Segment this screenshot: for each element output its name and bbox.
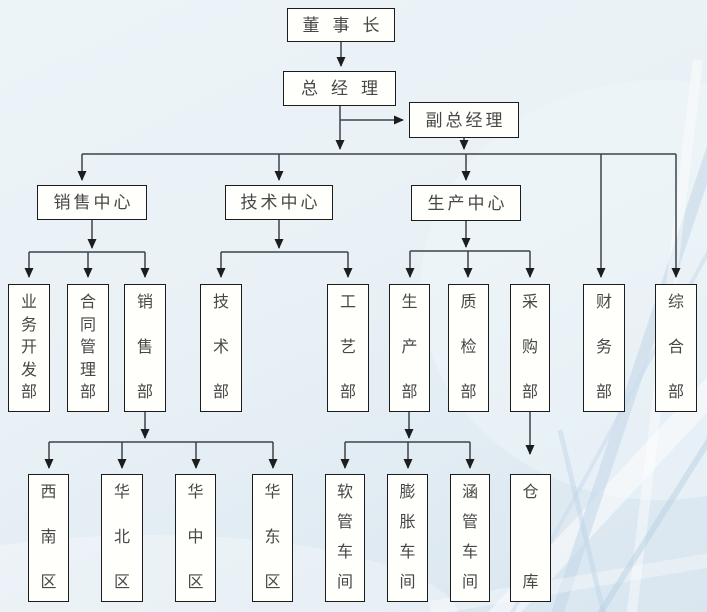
node-label-char: 车 [336, 544, 353, 561]
node-label-char: 部 [79, 384, 96, 401]
node-label-char: 管 [336, 514, 353, 531]
node-label-char: 部 [212, 384, 229, 401]
node-tech-center-label: 技术中心 [240, 193, 321, 212]
node-label-char: 工 [339, 294, 356, 311]
node-contract-mgmt-dept: 合同管理部 [67, 284, 109, 412]
node-label-char: 产 [401, 339, 418, 356]
node-label-char: 务 [595, 339, 612, 356]
node-label-char: 生 [401, 294, 418, 311]
node-general-manager: 总经理 [283, 71, 396, 106]
node-east-china-region: 华东区 [252, 474, 293, 602]
node-label-char: 华 [187, 484, 204, 501]
node-label-char: 合 [667, 339, 684, 356]
node-southwest-region: 西南区 [28, 474, 69, 602]
node-label-char: 质 [460, 294, 477, 311]
node-label-char: 技 [212, 294, 229, 311]
node-label-char: 理 [79, 361, 96, 379]
node-label-char: 综 [667, 294, 684, 311]
node-label-char: 车 [399, 544, 416, 561]
node-label-char: 仓 [522, 484, 539, 501]
node-label-char: 术 [212, 339, 229, 356]
node-culvert-workshop: 涵管车间 [450, 474, 490, 602]
node-label-char: 管 [461, 514, 478, 531]
node-label-char: 部 [136, 384, 153, 401]
node-sales-dept: 销售部 [124, 284, 166, 412]
node-label-char: 部 [667, 384, 684, 401]
node-label-char: 车 [461, 544, 478, 561]
node-label-char: 采 [521, 294, 538, 311]
node-label-char: 东 [264, 529, 281, 546]
node-label-char: 间 [399, 574, 416, 591]
node-label-char: 售 [136, 339, 153, 356]
node-process-dept: 工艺部 [327, 284, 369, 412]
node-label-char: 发 [20, 361, 37, 379]
node-label-char: 区 [264, 574, 281, 591]
node-label-char: 北 [113, 529, 130, 546]
node-label-char: 区 [113, 574, 130, 591]
node-label-char: 涵 [461, 484, 478, 501]
node-label-char: 部 [20, 384, 37, 401]
node-label-char: 检 [460, 339, 477, 356]
node-label-char: 艺 [339, 339, 356, 356]
node-label-char: 间 [461, 574, 478, 591]
node-tech-center: 技术中心 [225, 185, 333, 220]
node-label-char: 华 [113, 484, 130, 501]
node-production-center-label: 生产中心 [427, 193, 508, 213]
node-expansion-workshop: 膨胀车间 [387, 474, 428, 602]
node-label-char: 同 [79, 316, 96, 334]
node-label-char: 部 [339, 384, 356, 401]
node-warehouse: 仓库 [510, 474, 551, 602]
node-label-char: 购 [521, 339, 538, 356]
node-label-char: 部 [595, 384, 612, 401]
node-label-char: 合 [79, 294, 96, 311]
node-production-dept: 生产部 [389, 284, 430, 412]
node-label-char: 开 [20, 339, 37, 356]
node-label-char: 软 [336, 484, 353, 501]
node-sales-center-label: 销售中心 [53, 193, 134, 212]
node-purchasing-dept: 采购部 [510, 284, 550, 412]
node-label-char: 业 [20, 294, 37, 311]
node-label-char: 中 [187, 529, 204, 546]
node-production-center: 生产中心 [411, 185, 521, 221]
node-label-char: 华 [264, 484, 281, 501]
node-general-manager-label: 总经理 [301, 79, 391, 98]
node-north-china-region: 华北区 [101, 474, 143, 602]
node-label-char: 间 [336, 574, 353, 591]
node-label-char: 部 [460, 384, 477, 401]
node-label-char: 部 [401, 384, 418, 401]
node-label-char: 库 [522, 574, 539, 591]
node-label-char: 胀 [399, 514, 416, 531]
node-tech-dept: 技术部 [200, 284, 242, 412]
node-chairman: 董事长 [287, 8, 395, 42]
node-business-dev-dept: 业务开发部 [8, 284, 50, 412]
node-label-char: 南 [40, 529, 57, 546]
node-label-char: 部 [521, 384, 538, 401]
node-qc-dept: 质检部 [448, 284, 489, 412]
node-label-char: 区 [40, 574, 57, 591]
node-label-char: 膨 [399, 484, 416, 501]
node-label-char: 务 [20, 316, 37, 334]
node-hose-workshop: 软管车间 [325, 474, 365, 602]
node-finance-dept: 财务部 [583, 284, 625, 412]
node-chairman-label: 董事长 [302, 15, 393, 35]
node-sales-center: 销售中心 [37, 185, 147, 220]
node-central-china-region: 华中区 [175, 474, 216, 602]
node-deputy-general-manager-label: 副总经理 [425, 110, 506, 130]
node-label-char: 区 [187, 574, 204, 591]
node-label-char: 西 [40, 484, 57, 501]
node-label-char: 财 [595, 294, 612, 311]
node-label-char: 管 [79, 339, 96, 356]
node-general-affairs-dept: 综合部 [655, 284, 697, 412]
node-label-char: 销 [136, 294, 153, 311]
node-deputy-general-manager: 副总经理 [409, 102, 519, 138]
